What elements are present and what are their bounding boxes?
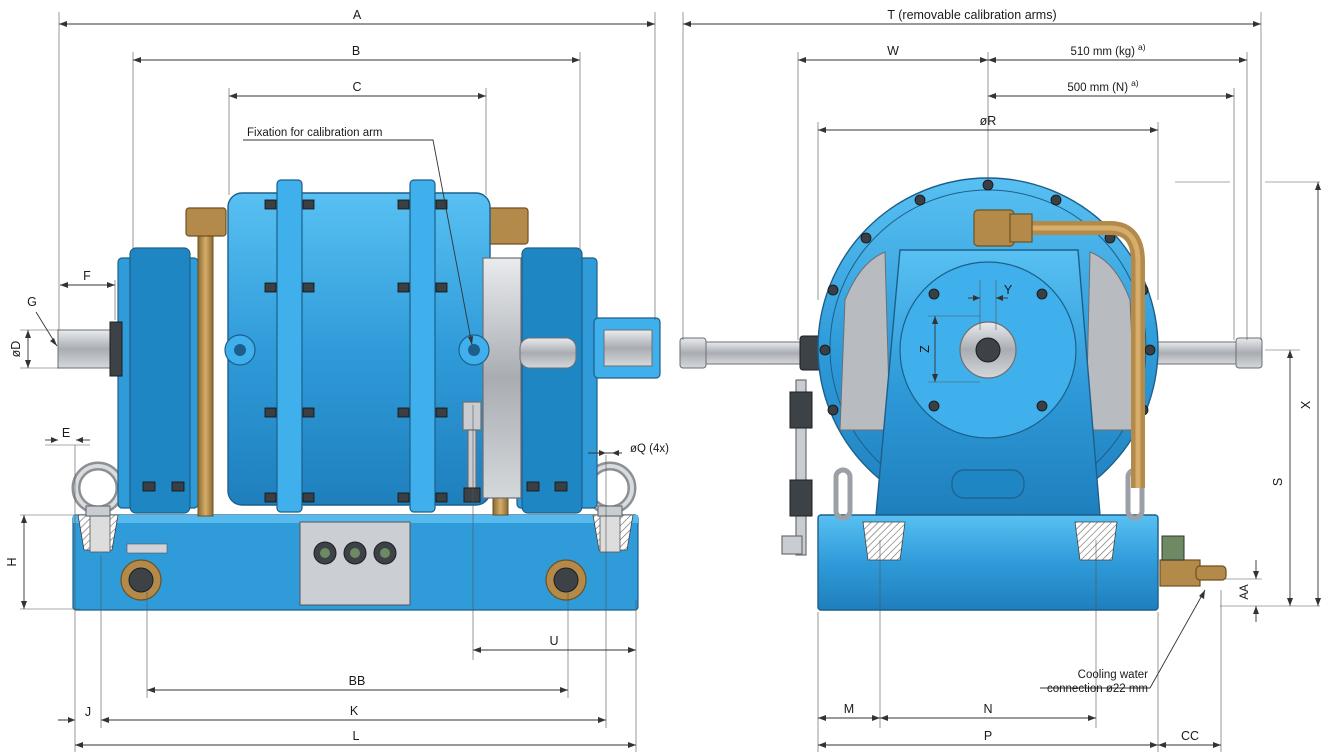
label-f: F (83, 269, 91, 283)
label-h: H (5, 557, 19, 566)
end-view-dimensions (682, 12, 1321, 752)
label-n: N (983, 702, 992, 716)
label-kg: 510 mm (kg)a) (1070, 42, 1145, 58)
label-t: T (removable calibration arms) (887, 8, 1056, 22)
disc-bolts (819, 179, 1156, 416)
label-fixation: Fixation for calibration arm (247, 127, 383, 139)
dimension-labels: A B C Fixation for calibration arm F G ø… (5, 8, 1313, 743)
label-x: X (1299, 400, 1313, 409)
label-d: øD (9, 341, 23, 358)
label-m: M (844, 702, 854, 716)
label-q: øQ (4x) (630, 443, 669, 455)
label-w: W (887, 44, 899, 58)
label-newton: 500 mm (N)a) (1067, 78, 1138, 94)
label-e: E (62, 426, 70, 440)
label-b: B (352, 44, 360, 58)
label-a: A (353, 8, 362, 22)
end-view-machine (679, 177, 1263, 611)
label-r: øR (980, 114, 997, 128)
label-cooling-2: connection ø22 mm (1047, 683, 1148, 695)
flange-bolts (264, 199, 448, 503)
label-u: U (549, 634, 558, 648)
side-view-dimensions (20, 12, 656, 752)
side-view-machine (57, 179, 661, 611)
label-s: S (1271, 478, 1285, 486)
label-y: Y (1004, 283, 1013, 297)
label-cc: CC (1181, 729, 1199, 743)
label-bb: BB (349, 674, 366, 688)
label-l: L (353, 729, 360, 743)
label-z: Z (918, 345, 932, 353)
label-j: J (85, 705, 91, 719)
label-k: K (350, 704, 359, 718)
label-p: P (984, 729, 992, 743)
label-c: C (352, 80, 361, 94)
label-g: G (27, 295, 37, 309)
label-aa: AA (1239, 584, 1251, 600)
label-cooling-1: Cooling water (1078, 669, 1148, 681)
